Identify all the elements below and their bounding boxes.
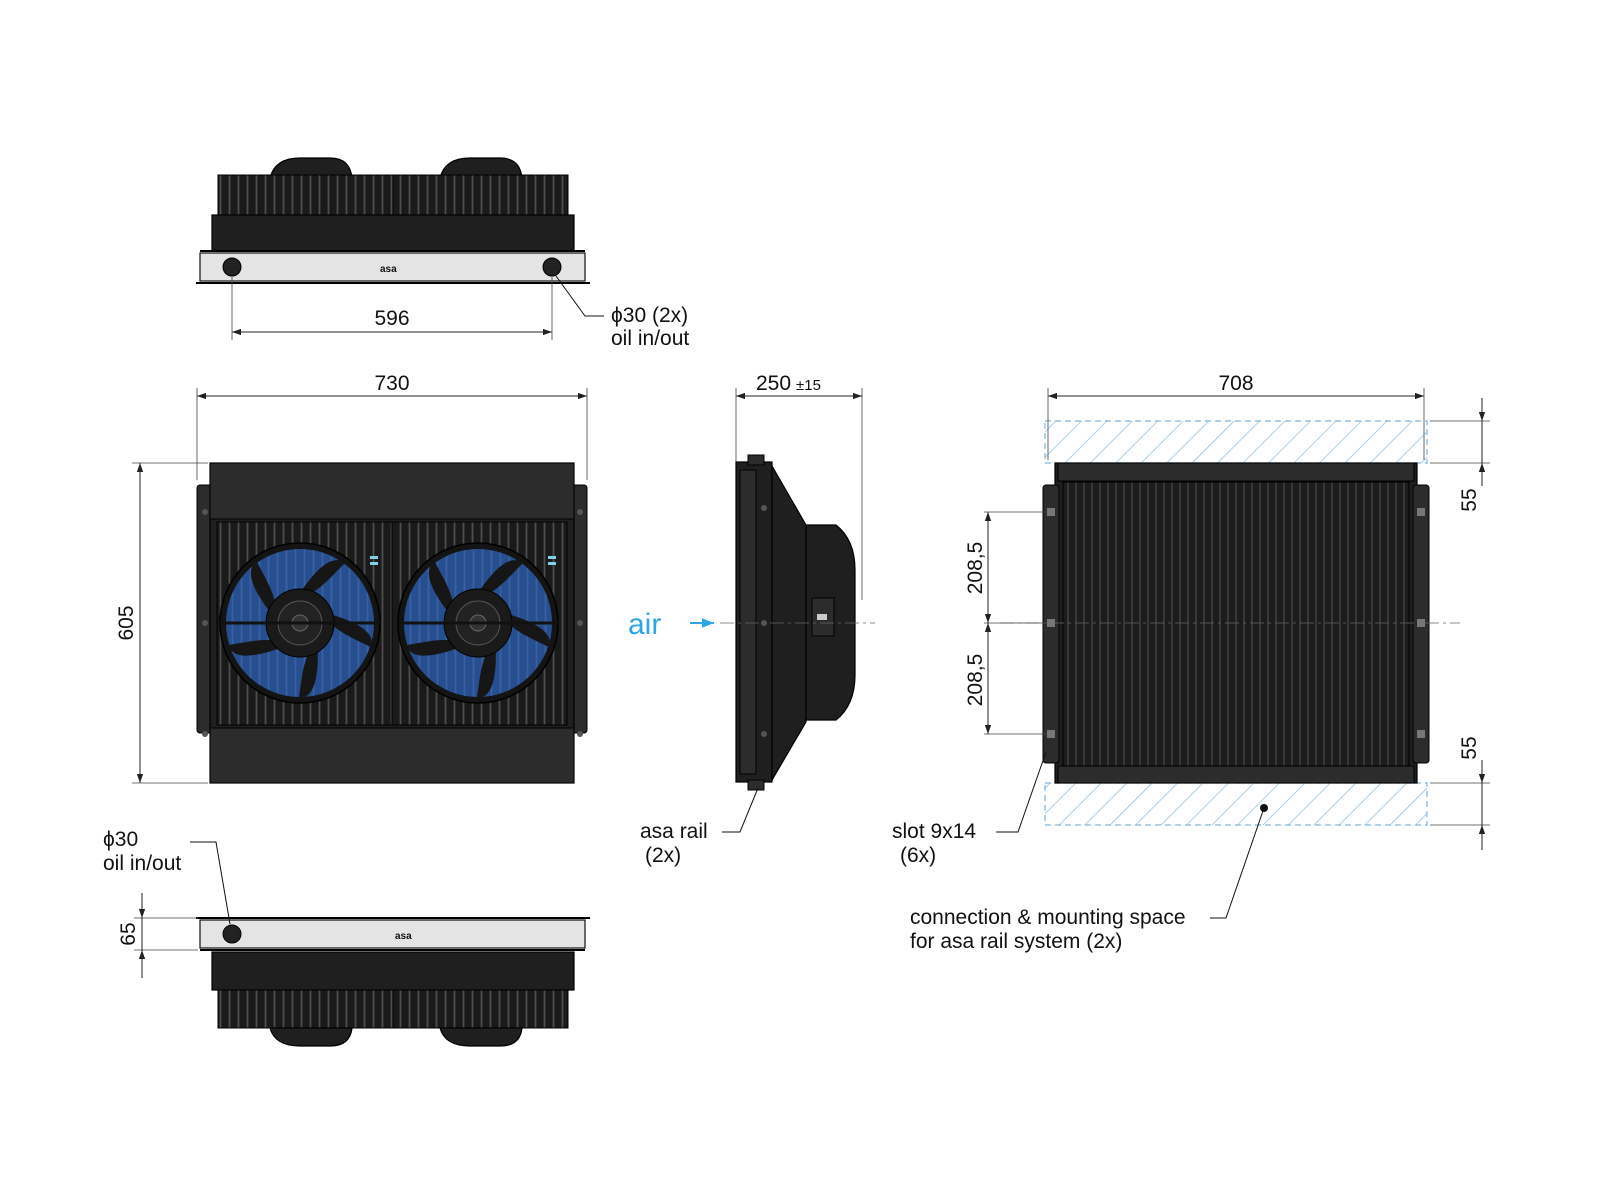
dim-rear-top-margin: 55	[1458, 488, 1481, 511]
label-rail-1: asa rail	[640, 820, 708, 843]
brand-logo-top: asa	[380, 264, 397, 275]
label-pipe-bottom-2: oil in/out	[103, 852, 181, 875]
label-rail-2: (2x)	[645, 844, 681, 867]
side-view: 250 ±15 air asa rail (2x)	[628, 372, 875, 867]
dim-side-depth: 250	[756, 372, 791, 395]
top-view: asa 596 ϕ30 (2x) oil in/out	[196, 157, 689, 350]
dim-side-tolerance: ±15	[796, 377, 821, 394]
bottom-view: asa ϕ30 oil in/out 65	[103, 828, 590, 1047]
dim-front-width: 730	[374, 372, 409, 395]
fan-right-icon	[396, 541, 560, 705]
label-slot-2: (6x)	[900, 844, 936, 867]
fan-left-icon	[218, 541, 382, 705]
dim-rear-lower-half: 208,5	[964, 654, 987, 707]
dim-rear-width: 708	[1218, 372, 1253, 395]
label-pipe-top-1: ϕ30 (2x)	[611, 304, 688, 327]
dim-rear-upper-half: 208,5	[964, 542, 987, 595]
dim-pipe-spacing: 596	[374, 307, 409, 330]
mounting-space-top	[1044, 420, 1428, 464]
mounting-space-bottom	[1044, 782, 1428, 826]
label-slot-1: slot 9x14	[892, 820, 976, 843]
label-space-2: for asa rail system (2x)	[910, 930, 1122, 953]
rear-view: 708 55 55 208,5 208,5 slot 9x14 (6x)	[892, 372, 1490, 953]
label-space-1: connection & mounting space	[910, 906, 1186, 929]
label-air: air	[628, 608, 661, 641]
front-view: 730 605	[115, 372, 588, 784]
dim-rear-bottom-margin: 55	[1458, 736, 1481, 759]
dim-bottom-pipe-height: 65	[117, 922, 140, 945]
brand-logo-bottom: asa	[395, 931, 412, 942]
label-pipe-top-2: oil in/out	[611, 327, 689, 350]
label-pipe-bottom-1: ϕ30	[103, 828, 138, 851]
dim-front-height: 605	[115, 605, 138, 640]
